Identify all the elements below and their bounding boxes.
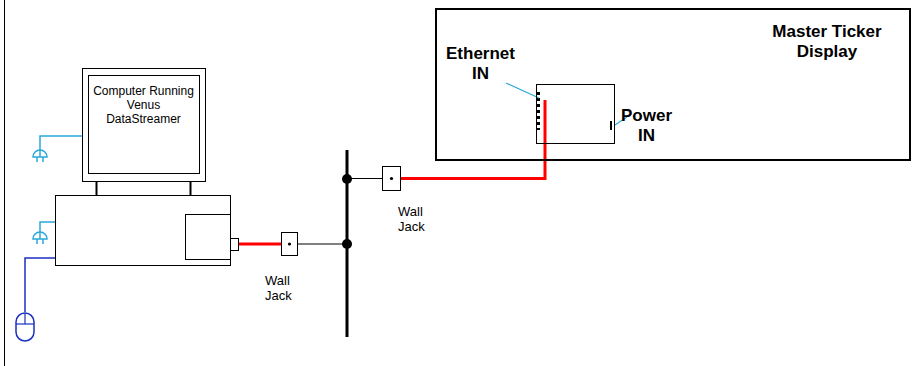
computer-node: Computer Running Venus DataStreamer [20,62,239,267]
connector-box: Ethernet INPower IN [536,84,615,144]
port-label: Power IN [621,106,672,145]
wall-jack: Wall Jack [281,232,298,256]
jack-dot [288,242,291,245]
monitor-stand [190,181,192,195]
mouse-cable [25,258,55,312]
power-cable [40,222,55,232]
monitor-frame [83,69,206,182]
computer-label: Computer Running Venus DataStreamer [88,85,199,126]
ticker-display-box: Master Ticker DisplayEthernet INPower IN [435,8,911,161]
cable-line [401,144,545,179]
cable [239,244,281,245]
cable-line [298,179,382,245]
jack-dot [390,177,393,180]
power-plug [33,150,47,157]
leader-line [506,83,539,98]
monitor-stand [96,181,98,195]
power-port [610,121,612,130]
cable [298,179,382,245]
power-plug [33,232,47,239]
jack-label: Wall Jack [398,205,425,235]
wall-jack: Wall Jack [382,166,401,191]
ethernet-cable [544,100,547,143]
computer-tower [56,196,231,266]
network-card [186,215,231,260]
frame-line [4,0,5,366]
display-title: Master Ticker Display [752,22,902,61]
cable [401,144,545,179]
monitor-screen [89,76,200,174]
cable-line [239,243,281,246]
network-port [231,239,239,251]
mouse [16,313,34,341]
power-cable [40,136,82,150]
jack-label: Wall Jack [265,274,292,304]
port-label: Ethernet IN [446,44,515,83]
